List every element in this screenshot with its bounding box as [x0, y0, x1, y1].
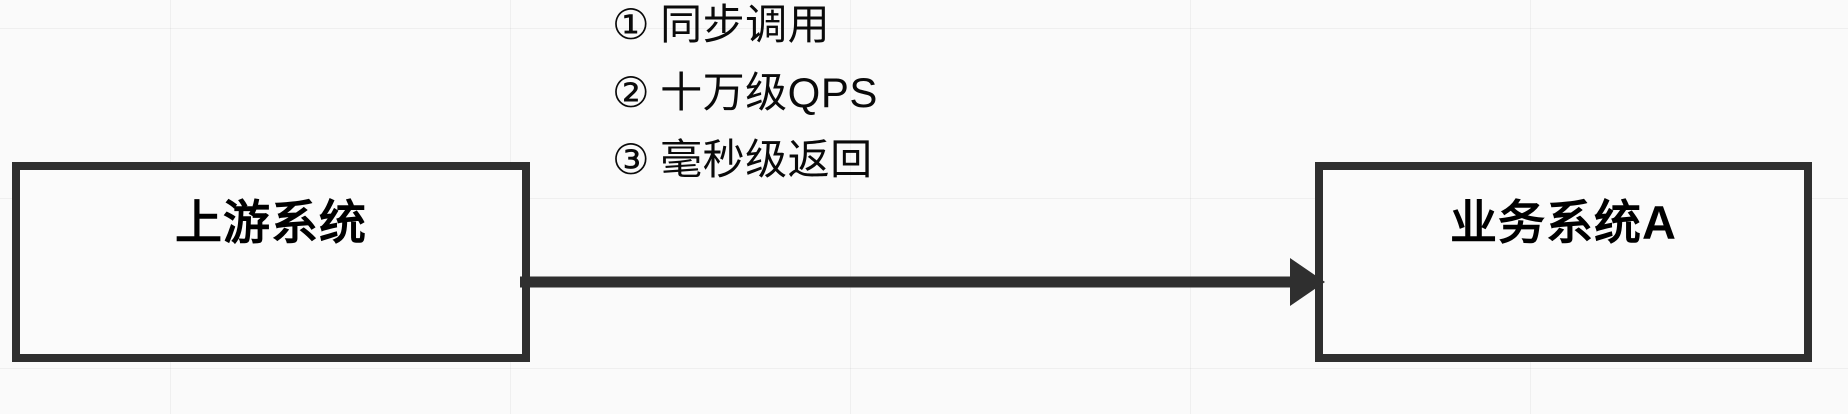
circled-number-1-icon: ① [612, 1, 651, 48]
node-upstream-system-label: 上游系统 [175, 195, 367, 249]
edge-arrow-upstream-to-service-a[interactable] [520, 252, 1330, 312]
edge-annotation-text: 毫秒级返回 [660, 136, 873, 184]
node-business-system-a-label: 业务系统A [1450, 195, 1677, 249]
circled-number-2-icon: ② [612, 68, 651, 116]
circled-number-3-icon: ③ [612, 136, 651, 184]
node-upstream-system[interactable]: 上游系统 [12, 162, 530, 362]
edge-annotation-text: 同步调用 [660, 1, 831, 48]
arrowhead-icon [1290, 258, 1325, 306]
edge-annotation-text: 十万级QPS [660, 68, 878, 116]
node-business-system-a[interactable]: 业务系统A [1315, 162, 1812, 362]
